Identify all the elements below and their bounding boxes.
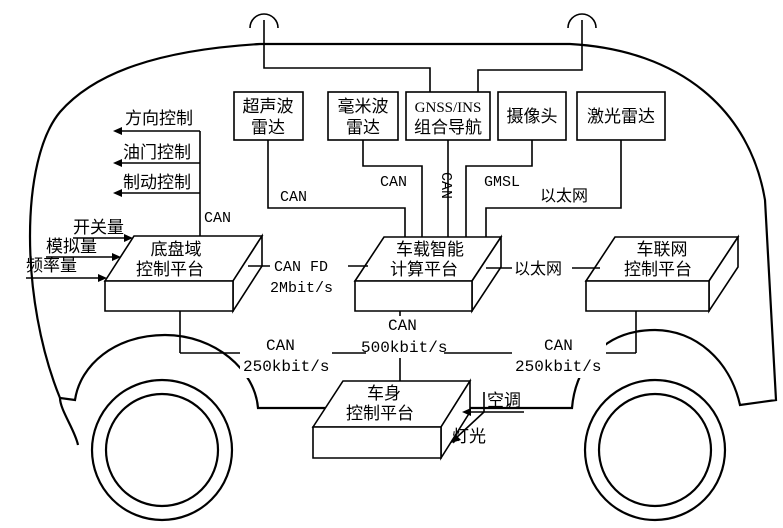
left-wheel (90, 378, 234, 522)
gnss-link-label: CAN (437, 172, 454, 199)
mmwave-radar-box: 毫米波 雷达 (327, 91, 399, 141)
ultrasonic-label-2: 雷达 (251, 118, 285, 138)
right-wheel-hub (597, 392, 713, 508)
body-label-2: 控制平台 (346, 404, 414, 424)
vehicle-body-outline (28, 42, 778, 410)
canfd-rate-label: 2Mbit/s (270, 280, 333, 297)
antenna-feed-right (477, 56, 583, 92)
mmwave-link-label: CAN (380, 174, 407, 191)
left-antenna (249, 13, 279, 56)
ultrasonic-label-1: 超声波 (243, 97, 294, 117)
ac-input: 空调 (462, 391, 524, 416)
lidar-box: 激光雷达 (576, 91, 666, 141)
lidar-link (485, 140, 622, 237)
rear-wheel-arch (58, 397, 80, 446)
frequency-input: 频率量 (26, 256, 107, 282)
gnss-label-2: 组合导航 (414, 118, 482, 138)
right-antenna (567, 13, 597, 56)
analog-input: 模拟量 (46, 237, 121, 261)
antenna-feed-left (263, 56, 431, 92)
compute-label-2: 计算平台 (390, 260, 458, 280)
left-wheel-hub (104, 392, 220, 508)
lights-input: 灯光 (451, 392, 486, 447)
mmwave-link (362, 140, 423, 237)
compute-platform: 车载智能 计算平台 (353, 234, 503, 314)
frequency-label: 频率量 (26, 256, 77, 276)
body-platform: 车身 控制平台 (311, 378, 472, 461)
ultrasonic-link-label: CAN (280, 189, 307, 206)
compute-bus-rate: 500kbit/s (361, 339, 447, 357)
chassis-label-1: 底盘域 (151, 240, 202, 260)
gnss-label-1: GNSS/INS (415, 100, 482, 116)
chassis-platform: 底盘域 控制平台 (103, 233, 264, 314)
switch-label: 开关量 (73, 218, 124, 238)
compute-bus-label-bg (366, 316, 444, 358)
camera-label: 摄像头 (507, 107, 558, 127)
right-wheel (583, 378, 727, 522)
chassis-can-label: CAN (204, 210, 231, 227)
right-bus-label-bg (512, 338, 606, 378)
mmwave-label-2: 雷达 (346, 118, 380, 138)
left-bus-rate: 250kbit/s (243, 358, 329, 376)
left-bus-label: CAN (266, 337, 295, 355)
canfd-label-bg (270, 253, 348, 297)
chassis-label-2: 控制平台 (136, 260, 204, 280)
throttle-label: 油门控制 (123, 143, 191, 163)
canfd-label: CAN FD (274, 259, 328, 276)
ac-label: 空调 (487, 391, 521, 411)
eth-label-bg (512, 258, 572, 278)
steering-label: 方向控制 (125, 109, 193, 129)
right-bus-rate: 250kbit/s (515, 358, 601, 376)
steering-output: 方向控制 (113, 109, 200, 135)
switch-input: 开关量 (73, 218, 133, 242)
body-label-1: 车身 (367, 384, 401, 404)
camera-link-label: GMSL (484, 174, 520, 191)
lights-label: 灯光 (452, 427, 486, 447)
camera-link (465, 140, 533, 237)
lidar-link-label: 以太网 (540, 186, 588, 205)
left-bus-label-bg (240, 338, 332, 378)
gnss-ins-box: GNSS/INS 组合导航 (405, 91, 491, 141)
lidar-label: 激光雷达 (587, 107, 655, 127)
mmwave-label-1: 毫米波 (338, 97, 389, 117)
brake-output: 制动控制 (113, 173, 200, 197)
brake-label: 制动控制 (123, 173, 191, 193)
compute-telematics-label: 以太网 (514, 259, 562, 278)
telematics-platform: 车联网 控制平台 (584, 234, 740, 314)
right-bus-label: CAN (544, 337, 573, 355)
throttle-output: 油门控制 (113, 143, 200, 167)
telematics-label-1: 车联网 (637, 240, 688, 260)
ultrasonic-link (267, 140, 406, 237)
camera-box: 摄像头 (497, 91, 567, 141)
ultrasonic-radar-box: 超声波 雷达 (233, 91, 304, 141)
compute-label-1: 车载智能 (396, 240, 464, 260)
telematics-label-2: 控制平台 (624, 260, 692, 280)
compute-bus-label: CAN (388, 317, 417, 335)
analog-label: 模拟量 (46, 237, 97, 257)
